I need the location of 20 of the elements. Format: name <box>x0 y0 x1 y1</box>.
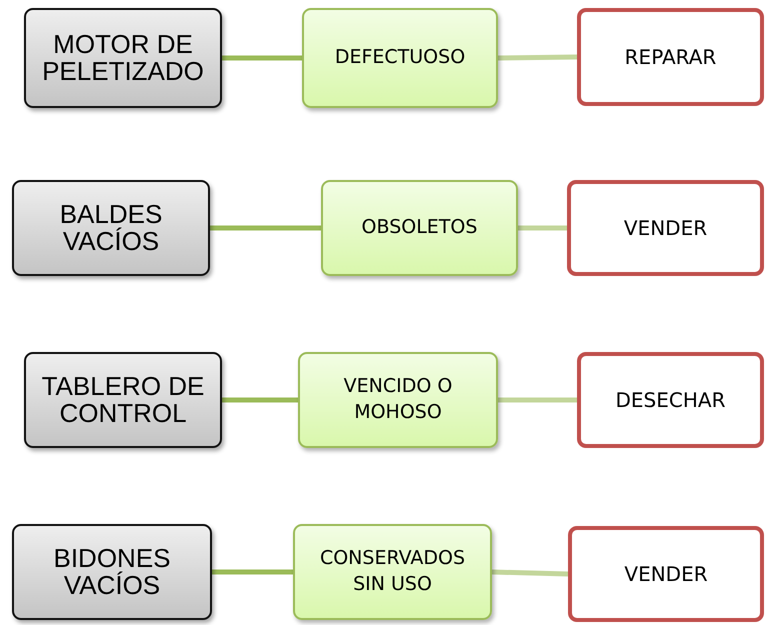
condition-box: OBSOLETOS <box>321 180 518 276</box>
condition-box: VENCIDO O MOHOSO <box>298 352 498 448</box>
connector-line <box>518 226 567 230</box>
action-box: DESECHAR <box>577 352 764 448</box>
condition-box: DEFECTUOSO <box>302 8 498 108</box>
connector-line <box>222 398 298 402</box>
condition-box: CONSERVADOS SIN USO <box>293 524 492 620</box>
connector-line <box>498 54 578 60</box>
item-box: BIDONES VACÍOS <box>12 524 212 620</box>
connector-line <box>210 226 321 230</box>
action-box: VENDER <box>568 526 764 622</box>
action-box: VENDER <box>567 180 764 276</box>
action-box: REPARAR <box>577 8 764 106</box>
connector-line <box>492 570 568 576</box>
connector-line <box>222 56 302 60</box>
item-box: BALDES VACÍOS <box>12 180 210 276</box>
connector-line <box>212 570 293 574</box>
connector-line <box>498 398 577 402</box>
item-box: TABLERO DE CONTROL <box>24 352 222 448</box>
item-box: MOTOR DE PELETIZADO <box>24 8 222 108</box>
